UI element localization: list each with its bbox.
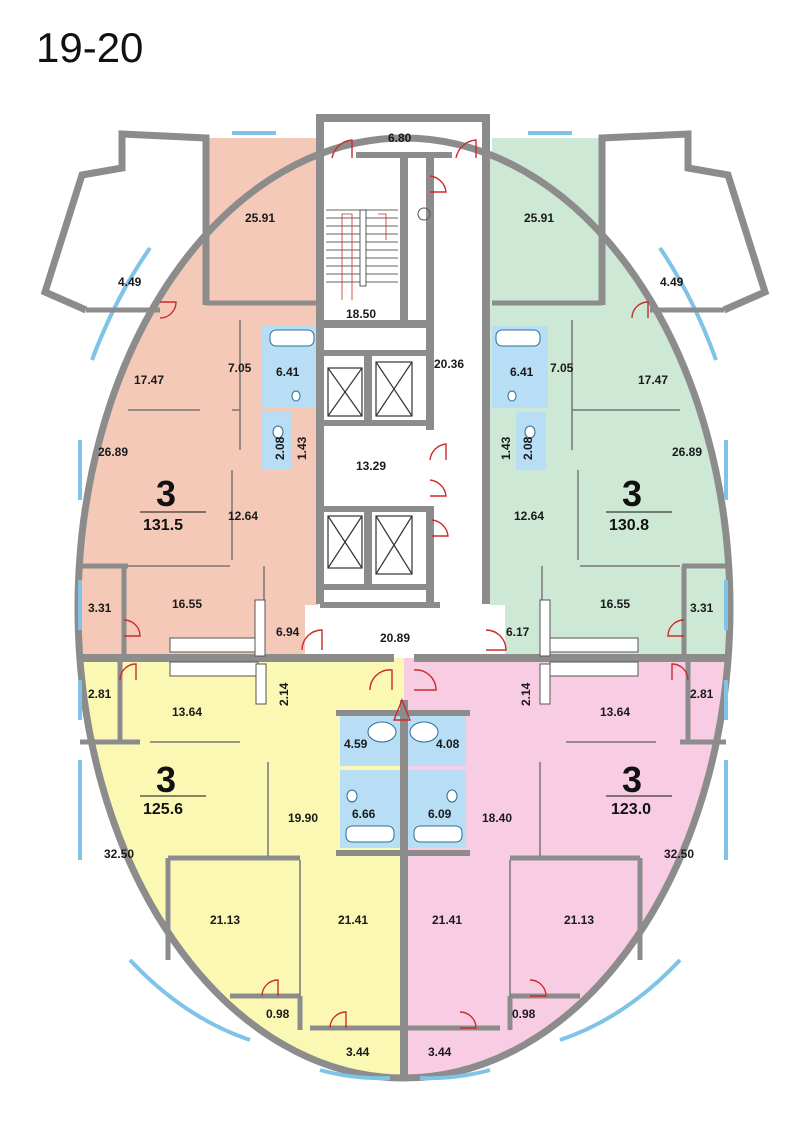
area-br-kitchen: 13.64 (600, 705, 630, 719)
total-area: 131.5 (143, 517, 183, 534)
area-br-loggia-a: 0.98 (512, 1007, 536, 1021)
area-br-closet: 2.14 (519, 682, 533, 706)
area-bl-closet: 2.14 (277, 682, 291, 706)
kitchen-counters (169, 599, 639, 705)
area-bl-bath-a: 4.59 (344, 737, 368, 751)
rooms-count: 3 (156, 473, 176, 514)
area-tr-entry: 6.17 (506, 625, 530, 639)
area-labels: 6.80 18.50 20.36 13.29 20.89 25.91 4.49 … (88, 131, 714, 1059)
area-tl-hall: 7.05 (228, 361, 252, 375)
area-br-loggia-b: 3.44 (428, 1045, 452, 1059)
area-bl-bath-b: 6.66 (352, 807, 376, 821)
bath-fixtures (269, 329, 541, 843)
rooms-count: 3 (622, 473, 642, 514)
area-tl-balcony: 3.31 (88, 601, 112, 615)
lift-shafts (327, 361, 413, 575)
area-br-room-b: 21.13 (564, 913, 594, 927)
area-bl-hall: 19.90 (288, 811, 318, 825)
area-tr-loggia: 4.49 (660, 275, 684, 289)
area-br-bath-b: 6.09 (428, 807, 452, 821)
area-br-living: 32.50 (664, 847, 694, 861)
area-tr-bedroom: 25.91 (524, 211, 554, 225)
area-tr-corridor: 12.64 (514, 509, 544, 523)
apartment-summary-bottom-right: 3 123.0 (606, 759, 672, 818)
area-tr-kitchen: 16.55 (600, 597, 630, 611)
area-bl-loggia-a: 0.98 (266, 1007, 290, 1021)
area-tr-closet: 1.43 (499, 436, 513, 460)
shaft-symbol-icon (417, 207, 431, 221)
area-tl-room-a: 17.47 (134, 373, 164, 387)
area-tl-loggia: 4.49 (118, 275, 142, 289)
area-tl-bedroom: 25.91 (245, 211, 275, 225)
total-area: 130.8 (609, 517, 649, 534)
apartment-summary-top-left: 3 131.5 (140, 473, 206, 534)
core-corridor-lower (305, 605, 505, 657)
wing-left (40, 130, 210, 314)
apartment-summary-bottom-left: 3 125.6 (140, 759, 206, 818)
area-tr-hall: 7.05 (550, 361, 574, 375)
apartment-summary-top-right: 3 130.8 (606, 473, 672, 534)
windows (78, 131, 728, 1081)
wing-right (598, 130, 770, 314)
area-tr-bath: 6.41 (510, 365, 534, 379)
area-lift-hall: 13.29 (356, 459, 386, 473)
area-corridor-upper: 20.36 (434, 357, 464, 371)
area-stair: 18.50 (346, 307, 376, 321)
area-br-hall: 18.40 (482, 811, 512, 825)
total-area: 123.0 (611, 801, 651, 818)
area-br-room-a: 21.41 (432, 913, 462, 927)
rooms-count: 3 (156, 759, 176, 800)
area-bl-living: 32.50 (104, 847, 134, 861)
area-br-bath-a: 4.08 (436, 737, 460, 751)
area-tr-living: 26.89 (672, 445, 702, 459)
area-br-balcony: 2.81 (690, 687, 714, 701)
area-tr-balcony: 3.31 (690, 601, 714, 615)
area-tl-bath: 6.41 (276, 365, 300, 379)
area-bl-room-a: 21.13 (210, 913, 240, 927)
area-corridor-lower: 20.89 (380, 631, 410, 645)
area-bl-room-b: 21.41 (338, 913, 368, 927)
rooms-count: 3 (622, 759, 642, 800)
area-tl-entry: 6.94 (276, 625, 300, 639)
area-tl-corridor: 12.64 (228, 509, 258, 523)
core-walls (80, 114, 728, 1080)
area-tl-closet: 1.43 (295, 436, 309, 460)
area-core-top: 6.80 (388, 131, 412, 145)
doors (119, 139, 689, 1029)
total-area: 125.6 (143, 801, 183, 818)
area-bl-balcony: 2.81 (88, 687, 112, 701)
partition-walls (80, 300, 726, 1031)
area-bl-loggia-b: 3.44 (346, 1045, 370, 1059)
area-tr-room-a: 17.47 (638, 373, 668, 387)
floor-title: 19-20 (36, 24, 144, 71)
stairwell (326, 209, 398, 300)
area-tl-living: 26.89 (98, 445, 128, 459)
area-tl-kitchen: 16.55 (172, 597, 202, 611)
area-bl-kitchen: 13.64 (172, 705, 202, 719)
area-tl-wc: 2.08 (273, 436, 287, 460)
area-tr-wc: 2.08 (521, 436, 535, 460)
